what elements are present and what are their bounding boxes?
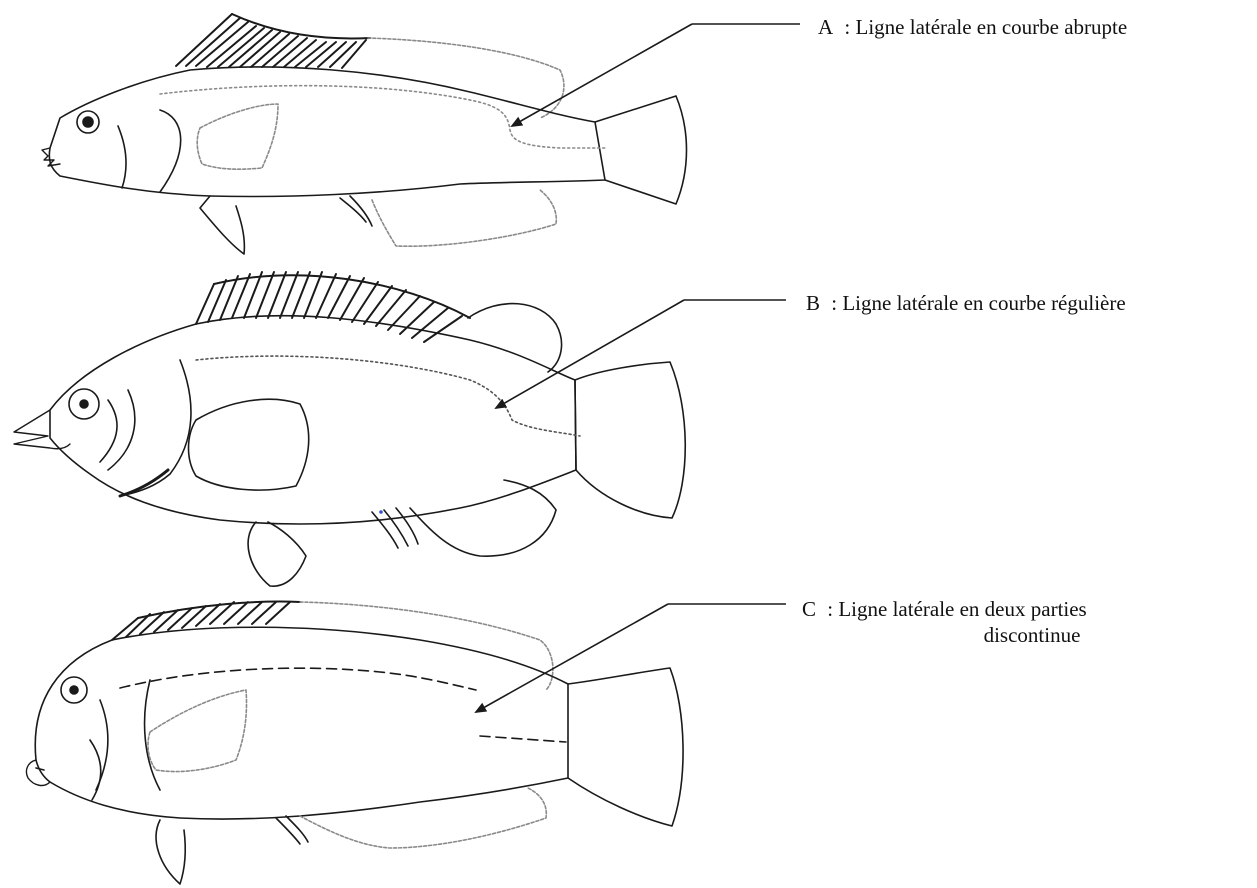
fish-b-anal-fin xyxy=(372,512,398,548)
label-c-text-line2: discontinue xyxy=(802,622,1222,648)
fish-b-pectoral-fin xyxy=(189,399,309,490)
fish-a-tail-fin xyxy=(595,96,687,204)
fish-c-pectoral-fin xyxy=(148,690,247,772)
fish-c-pelvic-fin xyxy=(156,820,185,884)
label-a: A : Ligne latérale en courbe abrupte xyxy=(818,14,1127,40)
fish-a-lateral-line xyxy=(160,86,606,148)
fish-c-body xyxy=(35,627,568,819)
callout-b xyxy=(496,300,786,408)
fish-b xyxy=(14,272,685,586)
fish-a-dorsal-spines xyxy=(176,14,370,68)
fish-c xyxy=(26,602,683,884)
fish-a-pelvic-fin xyxy=(200,196,244,254)
label-a-text: : Ligne latérale en courbe abrupte xyxy=(844,15,1127,39)
fish-a-pectoral-fin xyxy=(197,104,278,169)
callout-c xyxy=(476,604,786,712)
fish-b-pelvic-fin xyxy=(248,522,306,586)
label-c-letter: C xyxy=(802,597,816,621)
label-c: C : Ligne latérale en deux parties disco… xyxy=(802,596,1222,648)
fish-b-lateral-line xyxy=(196,356,580,436)
label-c-text-line1: : Ligne latérale en deux parties xyxy=(827,597,1086,621)
fish-b-tail-fin xyxy=(575,362,685,518)
fish-a xyxy=(42,14,687,254)
callout-a xyxy=(512,24,800,126)
fish-b-soft-dorsal xyxy=(468,304,562,372)
fish-c-lateral-line-upper xyxy=(120,668,476,690)
fish-c-tail-fin xyxy=(568,668,683,826)
fish-c-lateral-line-lower xyxy=(480,736,566,742)
fish-c-anal-fin xyxy=(276,818,300,844)
label-a-letter: A xyxy=(818,15,833,39)
label-b-letter: B xyxy=(806,291,820,315)
label-b: B : Ligne latérale en courbe régulière xyxy=(806,290,1126,316)
fish-c-soft-dorsal xyxy=(300,602,553,690)
label-b-text: : Ligne latérale en courbe régulière xyxy=(831,291,1125,315)
